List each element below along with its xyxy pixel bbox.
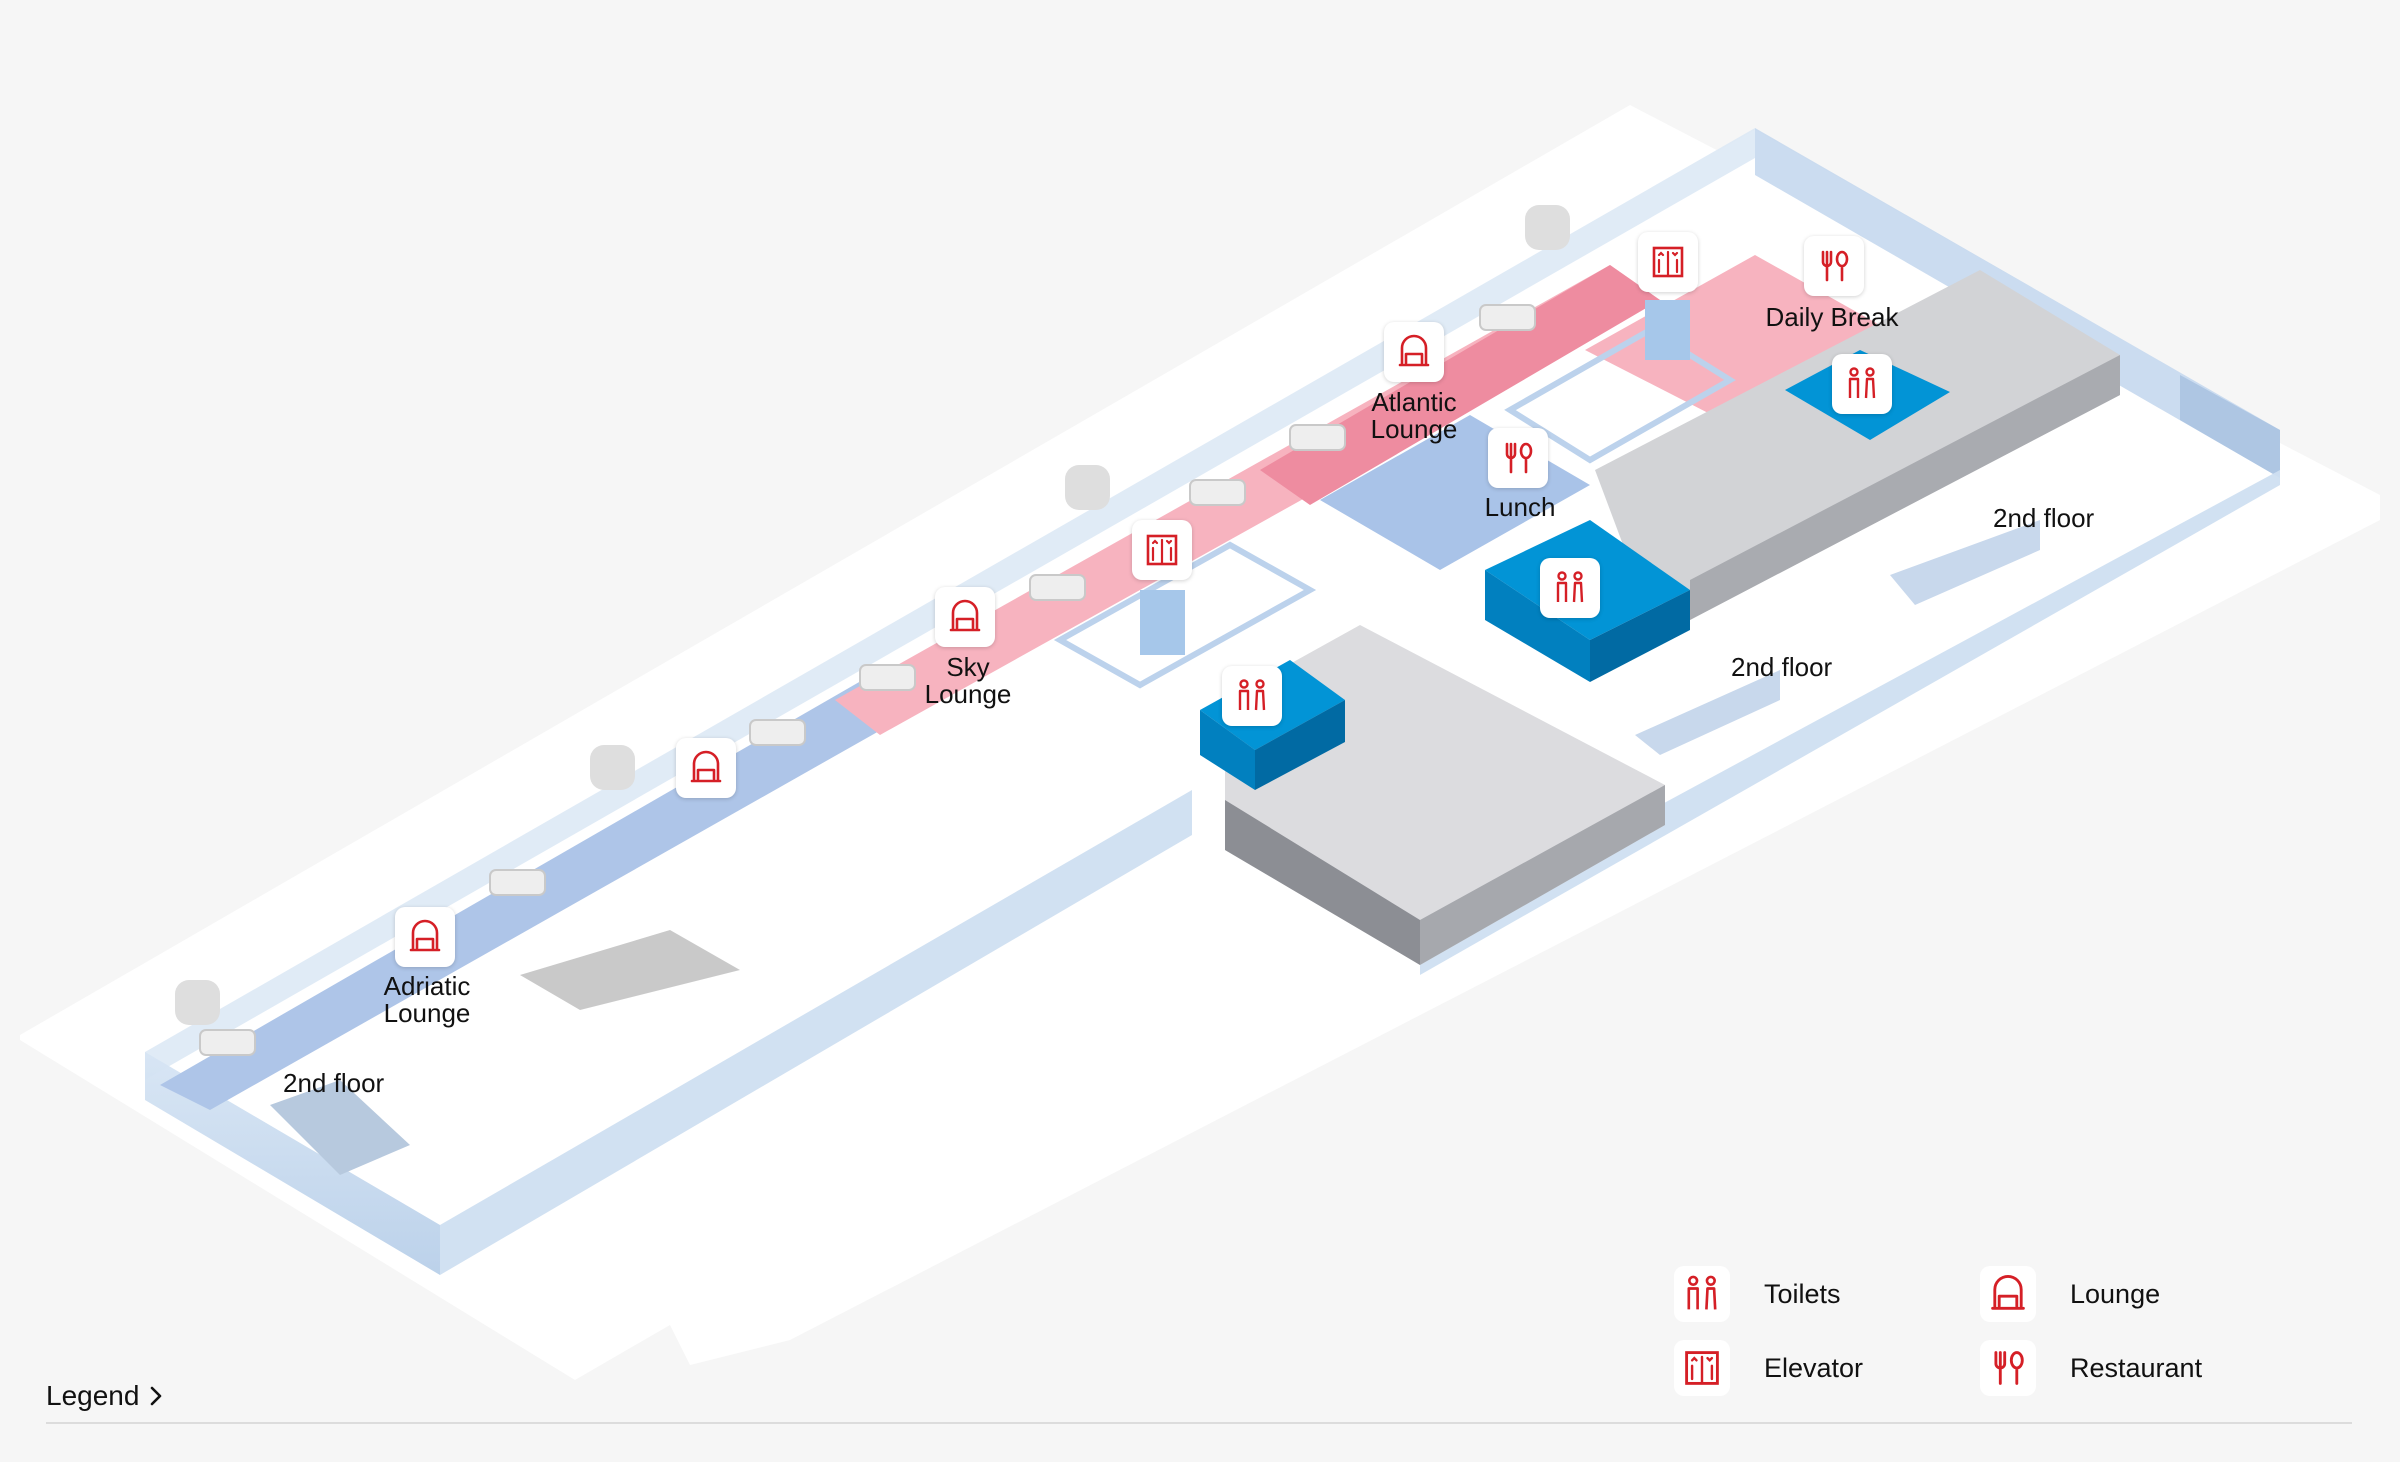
label-2nd-floor-center[interactable]: 2nd floor [1731,652,1833,682]
pin-sky-lounge[interactable] [935,587,995,647]
front-wall-left [145,1052,440,1275]
grey-ramp-top [1595,270,2120,620]
pin-elevator-west[interactable] [1132,520,1192,580]
lounge-icon [690,750,722,783]
pin-elevator-east[interactable] [1638,232,1698,292]
elevator-icon [1652,246,1684,278]
legend-label-toilets: Toilets [1764,1278,1841,1309]
legend-toggle-label: Legend [46,1380,140,1411]
toilet-block-1-side [1200,710,1255,790]
restaurant-icon [1821,250,1849,282]
toilets-icon [1238,679,1266,711]
restaurant-icon [1994,1351,2024,1385]
toilet-block-1-front [1255,700,1345,790]
toilets-icon [1848,367,1876,399]
chevron-right-icon [151,1386,162,1406]
legend-divider [46,1422,2352,1424]
pin-adriatic-lounge[interactable] [395,907,455,967]
legend-label-restaurant: Restaurant [2070,1352,2203,1383]
pin-toilets-center[interactable] [1540,558,1600,618]
grey-block-front [1420,785,1665,965]
grey-block-side [1225,800,1420,965]
room-outline-2 [1504,326,1736,464]
grey-ramp-side [1690,355,2120,620]
elevator-icon [1146,534,1178,566]
sofas [199,304,1536,1056]
lounge-icon [949,599,981,632]
stairs-west [520,930,740,1010]
stairs-2nd-floor-east-1 [1635,670,1780,755]
label-2nd-floor-west[interactable]: 2nd floor [283,1068,385,1098]
legend-label-elevator: Elevator [1764,1352,1864,1383]
toilets-icon [1556,571,1584,603]
lounge-icon [1398,334,1430,367]
pin-daily-break[interactable] [1804,236,1864,296]
legend-item-toilets: Toilets [1674,1266,1841,1322]
front-wall-right [1420,470,2280,975]
pin-lounge-center[interactable] [676,738,736,798]
toilet-block-2-side [1485,570,1590,682]
toilet-block-2-front [1590,590,1690,682]
corridor-pink-strong [1260,265,1660,505]
pin-toilets-east[interactable] [1832,354,1892,414]
stairs-2nd-floor-west [270,1080,410,1175]
legend-item-elevator: Elevator [1674,1340,1863,1396]
elevator-icon [1685,1351,1719,1385]
legend-label-lounge: Lounge [2070,1278,2161,1309]
legend-item-lounge: Lounge [1980,1266,2160,1322]
pin-toilets-west[interactable] [1222,666,1282,726]
legend-toggle[interactable]: Legend [46,1380,163,1412]
pin-atlantic-lounge[interactable] [1384,322,1444,382]
elevator-shaft-1 [1140,590,1185,655]
stairs-2nd-floor-east-2 [1890,520,2040,605]
label-lunch: Lunch [1484,492,1556,522]
front-wall-main [440,790,1192,1275]
pillars [175,205,1570,1025]
label-daily-break: Daily Break [1765,302,1899,332]
lounge-icon [1991,1274,2025,1310]
label-2nd-floor-east[interactable]: 2nd floor [1993,503,2095,533]
toilets-icon [1687,1275,1717,1310]
restaurant-icon [1505,442,1533,474]
pin-lunch[interactable] [1488,428,1548,488]
legend-item-restaurant: Restaurant [1980,1340,2202,1396]
elevator-shaft-2 [1645,300,1690,360]
right-corner-wall [2180,375,2280,478]
lounge-icon [409,919,441,952]
